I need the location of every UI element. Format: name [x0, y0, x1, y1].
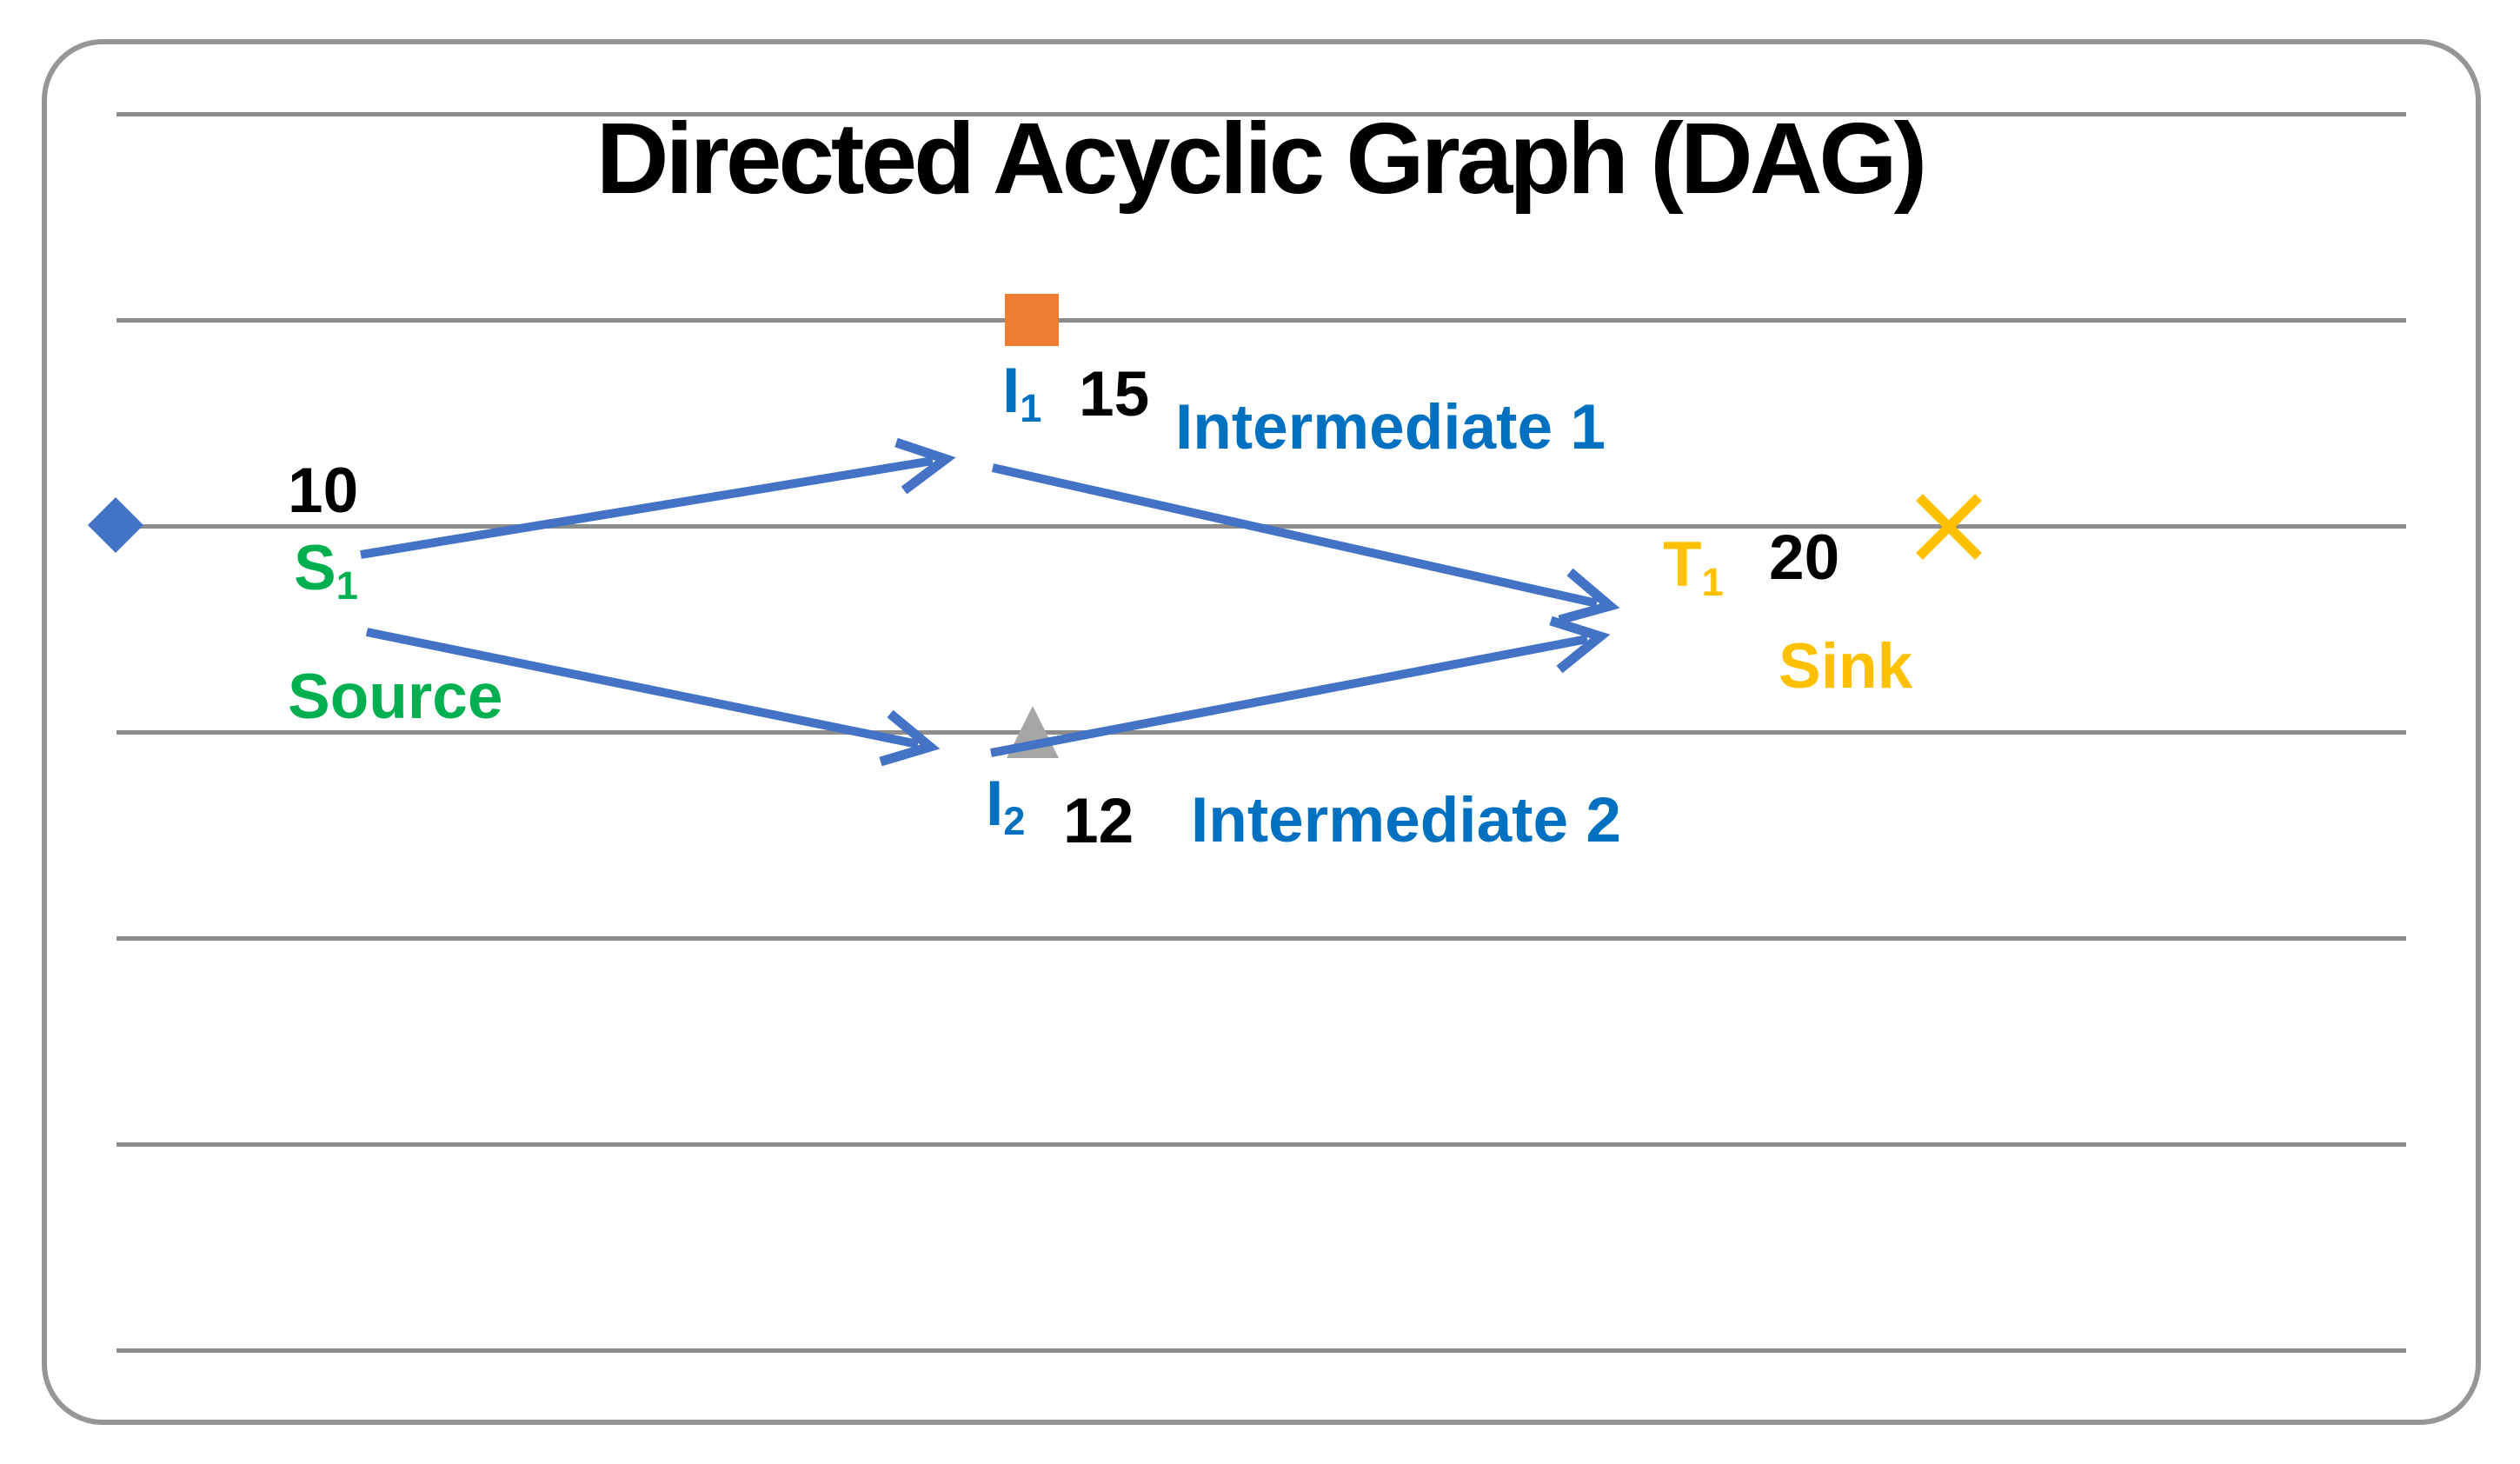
intermediate1-role-label: Intermediate 1	[1175, 392, 1606, 462]
edge-i1-t1-arrowhead-icon	[1558, 568, 1620, 625]
source-node-label: S1	[294, 536, 358, 605]
gridline	[116, 1142, 2406, 1147]
edge-s1-i1-arrowhead-icon	[894, 437, 956, 495]
chart-title: Directed Acyclic Graph (DAG)	[595, 102, 1927, 215]
sink-node-subscript: 1	[1701, 559, 1724, 604]
source-diamond-marker	[88, 497, 143, 553]
intermediate1-square-marker	[1005, 294, 1059, 346]
source-value-label: 10	[288, 456, 359, 526]
sink-x-stroke	[1916, 494, 1982, 560]
gridline	[116, 318, 2406, 323]
intermediate2-role-label: Intermediate 2	[1191, 785, 1621, 855]
chart-border	[42, 39, 2481, 1425]
source-node-name: S	[294, 533, 336, 603]
source-role-label: Source	[288, 662, 503, 732]
intermediate1-node-subscript: 1	[1020, 385, 1042, 430]
edge-i1-t1-line	[991, 463, 1599, 608]
sink-node-name: T	[1663, 529, 1702, 600]
gridline	[116, 730, 2406, 735]
intermediate2-node-label: I2	[986, 772, 1025, 841]
gridline	[116, 112, 2406, 116]
sink-x-marker	[1916, 494, 1982, 560]
intermediate2-value-label: 12	[1063, 786, 1134, 856]
source-node-subscript: 1	[336, 562, 358, 608]
intermediate1-value-label: 15	[1079, 359, 1150, 429]
edge-i2-t1-arrowhead-icon	[1549, 616, 1611, 674]
edge-i2-t1-line	[990, 635, 1588, 757]
intermediate1-node-name: I	[1002, 356, 1021, 426]
sink-node-label: T1	[1663, 533, 1724, 602]
edge-s1-i2-line	[366, 628, 919, 749]
gridline	[116, 1348, 2406, 1353]
sink-role-label: Sink	[1779, 631, 1913, 702]
intermediate1-node-label: I1	[1002, 359, 1041, 428]
edge-s1-i1-line	[360, 456, 934, 559]
sink-value-label: 20	[1769, 522, 1840, 593]
gridline	[116, 936, 2406, 941]
intermediate2-node-subscript: 2	[1003, 798, 1026, 843]
edge-s1-i2-arrowhead-icon	[879, 709, 941, 767]
intermediate2-node-name: I	[986, 769, 1004, 839]
